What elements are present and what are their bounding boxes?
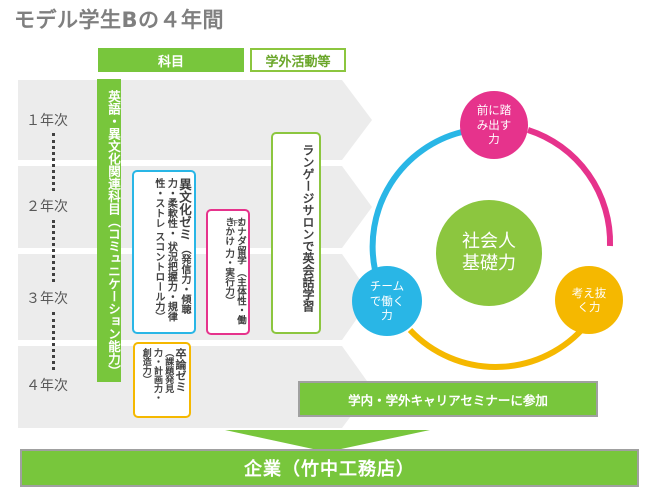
subject-header: 科目: [98, 48, 244, 72]
year-1-label: １年次: [26, 113, 68, 129]
english-course-text: 英語・異文化関連科目（コミュニケーション能力）: [106, 89, 121, 378]
top-line-1: 前に踏: [476, 103, 512, 118]
cycle-arc-blue: [369, 129, 463, 271]
language-salon-text: ランゲージサロンで英会話学習: [301, 144, 315, 312]
fs-body-2: 力・実行力）: [223, 248, 235, 306]
dots-1-2: [52, 133, 55, 191]
year-3-label: ３年次: [26, 291, 68, 307]
cycle-arc-yellow: [407, 318, 593, 370]
ibunka-seminar-body-3: スコントロール力）: [152, 231, 164, 322]
fs-canada-box: FS カナダ留学 （主体性・働きかけ 力・実行力）: [206, 209, 250, 335]
center-line-2: 基礎力: [462, 253, 516, 274]
left-line-3: 力: [381, 308, 393, 323]
year-2-label: ２年次: [26, 199, 68, 215]
thesis-seminar-body-1: （課題発見: [163, 348, 174, 393]
cycle-arc-pink: [527, 127, 614, 247]
down-arrow: [225, 430, 430, 452]
thesis-seminar-title: 卒論ゼミ: [174, 348, 187, 392]
thesis-seminar-body-3: 創造力）: [140, 348, 151, 384]
ibunka-seminar-body-2: 状況把握力・規律性・ストレ: [152, 178, 177, 322]
right-node: 考え抜 く力: [555, 266, 623, 334]
right-line-1: 考え抜: [571, 285, 607, 300]
year-4-label: ４年次: [26, 378, 68, 394]
thesis-seminar-box: 卒論ゼミ （課題発見 力・計画力・ 創造力）: [133, 342, 191, 418]
ibunka-seminar-title: 異文化ゼミ: [177, 178, 192, 241]
ibunka-seminar-body-1: （発信力・傾聴力・柔軟性・: [165, 178, 190, 314]
center-line-1: 社会人: [462, 230, 516, 252]
left-line-2: で働く: [369, 293, 405, 308]
fs-title: カナダ留学: [235, 217, 246, 265]
top-node: 前に踏 み出す 力: [460, 91, 528, 159]
company-box: 企業（竹中工務店）: [20, 449, 639, 487]
thesis-seminar-body-2: 力・計画力・: [152, 348, 162, 402]
right-line-2: く力: [577, 300, 601, 314]
left-node: チーム で働く 力: [352, 266, 422, 336]
top-line-3: 力: [488, 132, 500, 147]
english-course-box: 英語・異文化関連科目（コミュニケーション能力）: [97, 79, 121, 382]
left-line-1: チーム: [369, 279, 405, 294]
center-node: 社会人 基礎力: [436, 200, 542, 306]
page-title: モデル学生Bの４年間: [14, 8, 225, 32]
extracurricular-header: 学外活動等: [250, 48, 346, 72]
ibunka-seminar-box: 異文化ゼミ （発信力・傾聴力・柔軟性・ 状況把握力・規律性・ストレ スコントロー…: [132, 170, 196, 334]
language-salon-box: ランゲージサロンで英会話学習: [271, 132, 321, 334]
fs-label: FS: [233, 219, 243, 228]
dots-2-3: [52, 220, 55, 282]
career-seminar-box: 学内・学外キャリアセミナーに参加: [298, 381, 598, 417]
top-line-2: み出す: [476, 117, 512, 132]
dots-3-4: [52, 312, 55, 370]
fs-body-1: （主体性・働きかけ: [223, 217, 246, 325]
